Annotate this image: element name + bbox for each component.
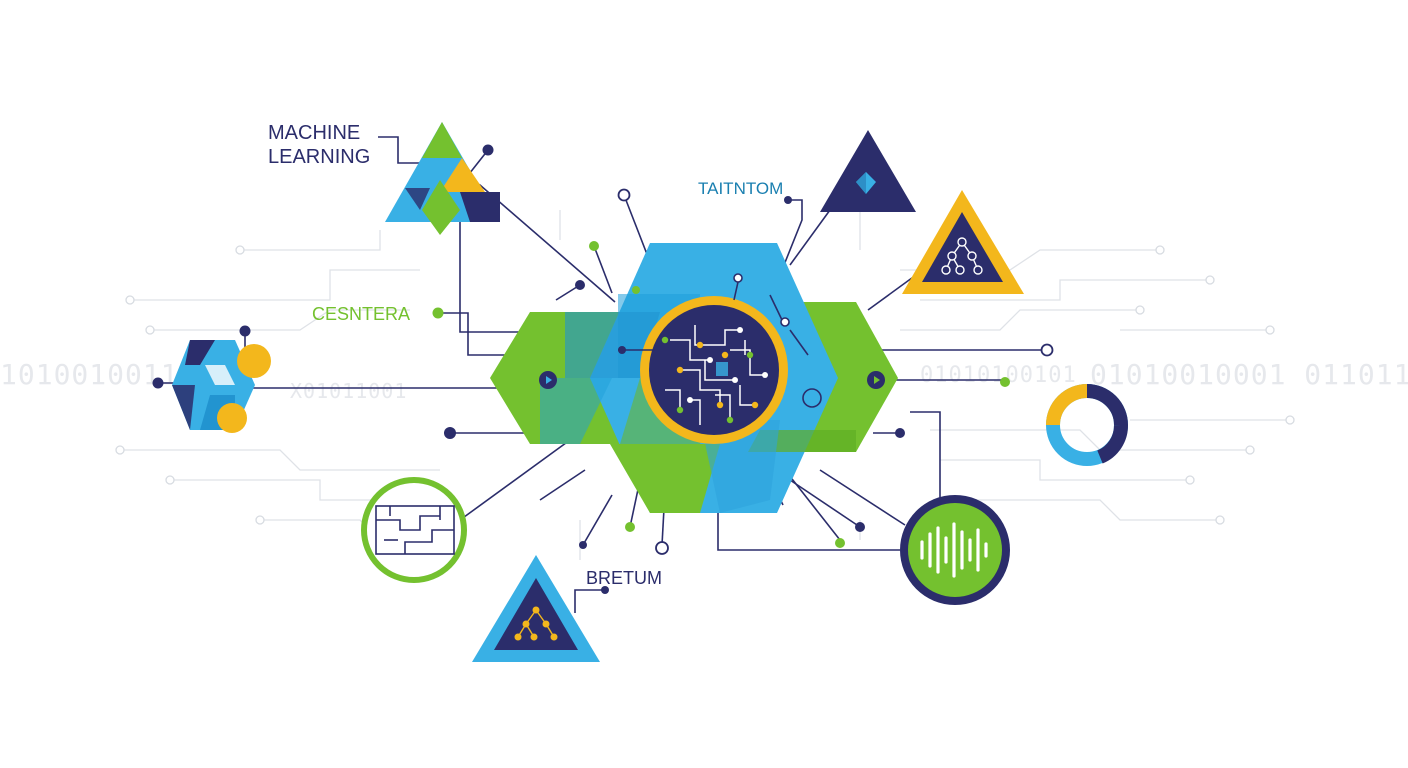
cube-triangle-icon [820,130,916,212]
bottom-green-facet [610,444,720,513]
network-graph-triangle-icon [902,190,1024,294]
label-taitntom: TAITNTOM [698,179,783,198]
label-bretum: BRETUM [586,568,662,588]
binary-text-mid-right: 01010100101 [920,363,1077,388]
label-machine: MACHINE [268,122,360,144]
binary-text-right: 01010010001 0110110 [1090,358,1408,391]
hexagon-cube-icon [172,340,271,433]
maze-circle-icon [361,477,467,583]
sound-wave-circle-icon [900,495,1010,605]
donut-ring-icon [1046,384,1128,466]
tree-graph-triangle-icon [472,555,600,662]
binary-text-left: 1010010011 [0,358,179,391]
background-circuit-nodes [115,245,1295,525]
binary-text-mid-left: X01011001 [290,379,407,403]
neural-circuit-chip-icon [640,296,788,444]
label-learning: LEARNING [268,146,370,168]
background-circuit [120,210,1290,560]
ml-triangle-icon [385,122,500,235]
label-cesntera: CESNTERA [312,304,410,324]
